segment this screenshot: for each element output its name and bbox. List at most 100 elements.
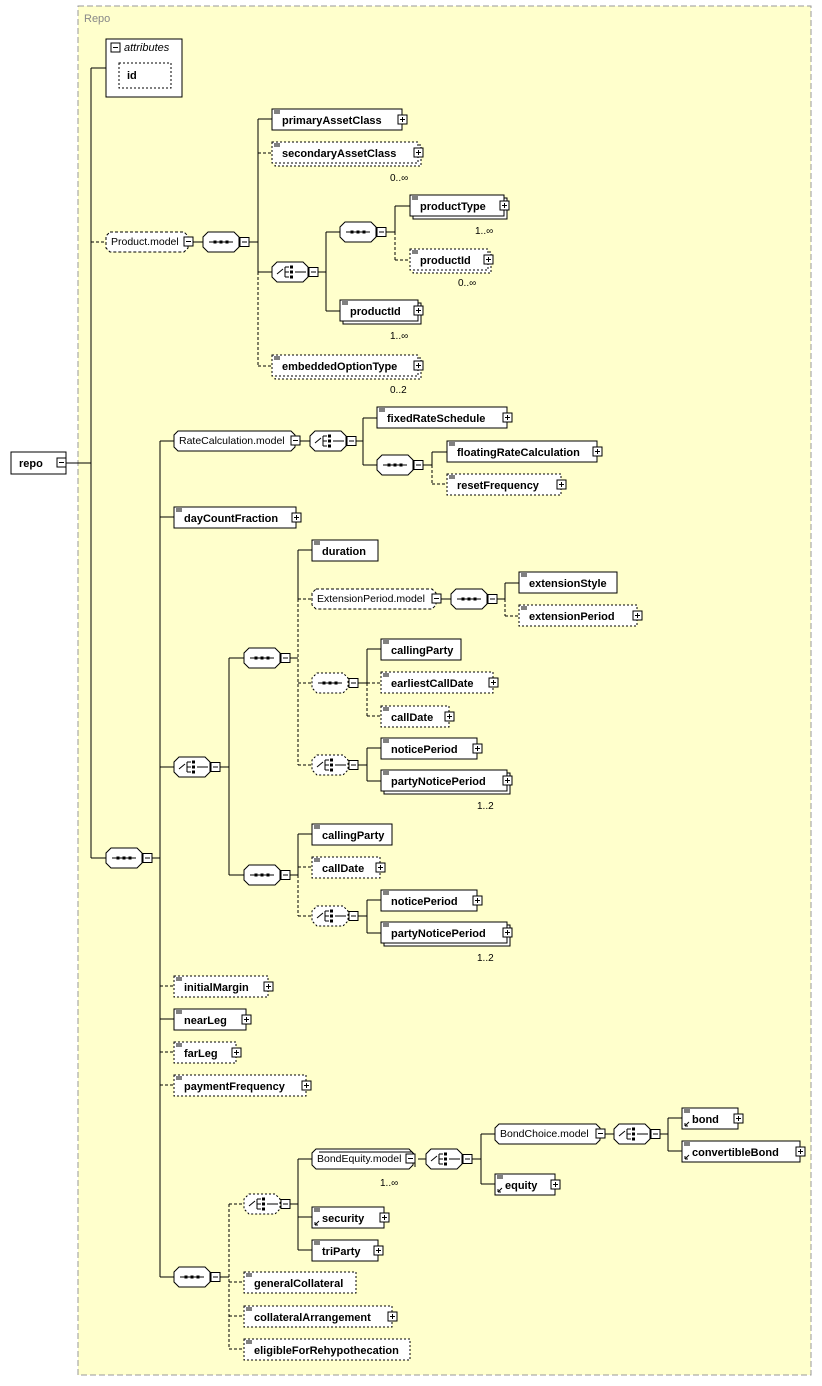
element-nearLeg[interactable]: nearLeg: [173, 1008, 252, 1031]
svg-text:Product.model: Product.model: [111, 236, 179, 248]
root-element-repo[interactable]: repo: [10, 451, 67, 475]
element-farLeg[interactable]: farLeg: [173, 1041, 242, 1064]
element-security[interactable]: security: [311, 1206, 390, 1229]
element-equity[interactable]: equity: [494, 1173, 561, 1196]
element-label: primaryAssetClass: [282, 115, 382, 127]
attributes-header: attributes: [124, 42, 170, 54]
occurrence-partyNoticePeriod-1: 1..2: [477, 801, 494, 812]
compositors: [105, 221, 661, 1288]
element-earliestCallDate[interactable]: earliestCallDate: [380, 671, 499, 694]
element-label: paymentFrequency: [184, 1081, 286, 1093]
element-partyNoticePeriod-2[interactable]: partyNoticePeriod: [380, 921, 513, 947]
group-product-model[interactable]: Product.model: [105, 231, 194, 253]
element-noticePeriod-1[interactable]: noticePeriod: [380, 737, 483, 760]
element-callDate-2[interactable]: callDate: [311, 856, 386, 879]
choice-compositor[interactable]: [309, 430, 357, 452]
element-callingParty-2[interactable]: callingParty: [311, 823, 393, 846]
choice-compositor[interactable]: [173, 756, 221, 778]
occurrence-secondaryAssetClass: 0..∞: [390, 173, 408, 184]
choice-compositor[interactable]: [425, 1148, 473, 1170]
group-extension-period-model[interactable]: ExtensionPeriod.model: [311, 588, 442, 610]
element-embeddedOptionType[interactable]: embeddedOptionType: [271, 354, 424, 380]
connectors: [66, 67, 682, 1350]
sequence-compositor[interactable]: [105, 847, 153, 869]
element-label: duration: [322, 546, 366, 558]
element-fixedRateSchedule[interactable]: fixedRateSchedule: [376, 406, 513, 429]
element-generalCollateral[interactable]: generalCollateral: [243, 1271, 357, 1294]
element-label: floatingRateCalculation: [457, 447, 580, 459]
element-label: dayCountFraction: [184, 513, 278, 525]
element-label: partyNoticePeriod: [391, 928, 486, 940]
element-noticePeriod-2[interactable]: noticePeriod: [380, 889, 483, 912]
element-paymentFrequency[interactable]: paymentFrequency: [173, 1074, 312, 1097]
element-initialMargin[interactable]: initialMargin: [173, 975, 274, 998]
sequence-compositor[interactable]: [311, 672, 359, 694]
element-label: callingParty: [322, 830, 385, 842]
element-primaryAssetClass[interactable]: primaryAssetClass: [271, 108, 408, 131]
element-label: eligibleForRehypothecation: [254, 1345, 399, 1357]
choice-compositor[interactable]: [271, 261, 319, 283]
sequence-compositor[interactable]: [339, 221, 387, 243]
element-label: farLeg: [184, 1048, 218, 1060]
choice-compositor[interactable]: [613, 1123, 661, 1145]
element-label: triParty: [322, 1246, 361, 1258]
element-label: noticePeriod: [391, 896, 458, 908]
choice-compositor[interactable]: [311, 754, 359, 776]
element-bond[interactable]: bond: [681, 1107, 744, 1130]
group-bond-equity-model[interactable]: BondEquity.model: [311, 1148, 416, 1170]
element-collateralArrangement[interactable]: collateralArrangement: [243, 1305, 398, 1328]
element-label: convertibleBond: [692, 1147, 779, 1159]
element-duration[interactable]: duration: [311, 539, 379, 562]
sequence-compositor[interactable]: [450, 588, 498, 610]
occurrence-embeddedOptionType: 0..2: [390, 385, 407, 396]
element-label: nearLeg: [184, 1015, 227, 1027]
element-dayCountFraction[interactable]: dayCountFraction: [173, 506, 302, 529]
svg-text:ExtensionPeriod.model: ExtensionPeriod.model: [317, 593, 425, 605]
element-eligibleForRehypothecation[interactable]: eligibleForRehypothecation: [243, 1338, 411, 1361]
element-callDate-1[interactable]: callDate: [380, 705, 455, 728]
svg-text:RateCalculation.model: RateCalculation.model: [179, 435, 285, 447]
attribute-id[interactable]: id: [127, 70, 137, 82]
element-floatingRateCalculation[interactable]: floatingRateCalculation: [446, 440, 603, 463]
sequence-compositor[interactable]: [243, 864, 291, 886]
svg-text:BondEquity.model: BondEquity.model: [317, 1153, 401, 1165]
element-resetFrequency[interactable]: resetFrequency: [446, 473, 567, 496]
element-extensionStyle[interactable]: extensionStyle: [518, 571, 618, 594]
element-callingParty-1[interactable]: callingParty: [380, 638, 462, 661]
element-label: security: [322, 1213, 365, 1225]
element-label: callDate: [322, 863, 364, 875]
element-label: embeddedOptionType: [282, 361, 397, 373]
element-partyNoticePeriod-1[interactable]: partyNoticePeriod: [380, 769, 513, 795]
sequence-compositor[interactable]: [173, 1266, 221, 1288]
element-convertibleBond[interactable]: convertibleBond: [681, 1140, 806, 1163]
element-label: productId: [350, 306, 401, 318]
element-triParty[interactable]: triParty: [311, 1239, 384, 1262]
sequence-compositor[interactable]: [202, 231, 250, 253]
element-label: equity: [505, 1180, 538, 1192]
choice-compositor[interactable]: [243, 1193, 291, 1215]
group-rate-calculation-model[interactable]: RateCalculation.model: [173, 430, 301, 452]
element-label: callDate: [391, 712, 433, 724]
sequence-compositor[interactable]: [243, 647, 291, 669]
sequence-compositor[interactable]: [376, 454, 424, 476]
element-label: initialMargin: [184, 982, 249, 994]
occurrence-partyNoticePeriod-2: 1..2: [477, 953, 494, 964]
element-secondaryAssetClass[interactable]: secondaryAssetClass: [271, 141, 424, 167]
element-productId[interactable]: productId: [339, 299, 424, 325]
occurrence-bond-equity-model: 1..∞: [380, 1178, 398, 1189]
element-label: productType: [420, 201, 486, 213]
element-label: partyNoticePeriod: [391, 776, 486, 788]
occurrence-productType: 1..∞: [475, 226, 493, 237]
choice-compositor[interactable]: [311, 905, 359, 927]
svg-text:BondChoice.model: BondChoice.model: [500, 1128, 589, 1140]
element-extensionPeriod[interactable]: extensionPeriod: [518, 604, 643, 627]
frame-title: Repo: [84, 13, 110, 25]
element-productId-optional[interactable]: productId: [409, 248, 494, 274]
group-bond-choice-model[interactable]: BondChoice.model: [494, 1123, 606, 1145]
element-productType[interactable]: productType: [409, 194, 510, 220]
occurrence-productId-optional: 0..∞: [458, 278, 476, 289]
attributes-box: attributes id: [105, 38, 183, 98]
element-label: productId: [420, 255, 471, 267]
